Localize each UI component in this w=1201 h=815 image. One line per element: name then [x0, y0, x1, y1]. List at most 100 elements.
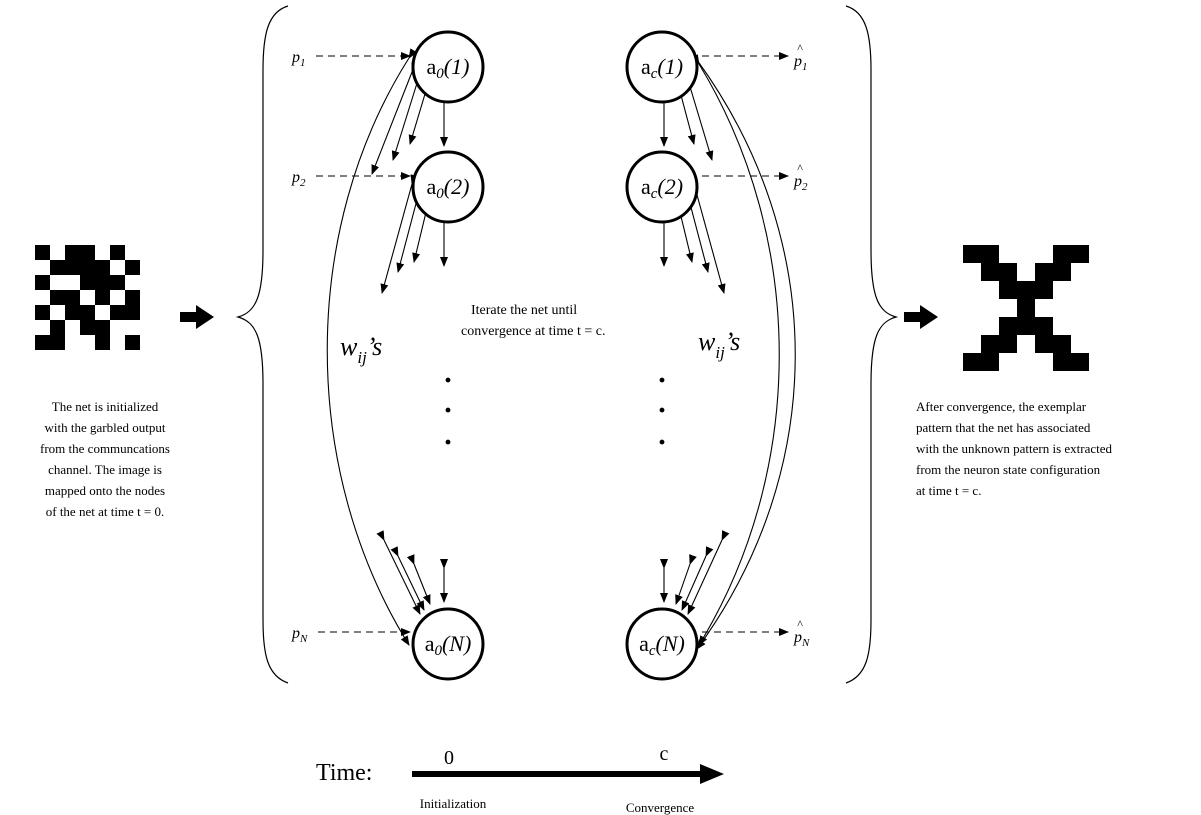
right-caption: After convergence, the exemplar pattern … [916, 396, 1112, 501]
right-caption-line: with the unknown pattern is extracted [916, 441, 1113, 456]
neuron-initial-2 [411, 150, 485, 224]
left-caption-line: mapped onto the nodes [44, 483, 166, 498]
pixel-cell [999, 317, 1017, 335]
timeline-end-label: Convergence [626, 800, 695, 815]
neuron-label-initial-1: a0(1) [427, 54, 470, 82]
pixel-cell [999, 335, 1017, 353]
neurons [411, 30, 699, 681]
pixel-cell [981, 263, 999, 281]
pixel-cell [35, 305, 50, 320]
neuron-final-2 [625, 150, 699, 224]
pixel-cell [80, 275, 95, 290]
output-label-1: p1 [793, 53, 808, 73]
pixel-cell [65, 290, 80, 305]
output-hat-2: ^ [797, 161, 803, 175]
neuron-label-final-n: ac(N) [639, 631, 685, 659]
neuron-final-n [625, 607, 699, 681]
pixel-cell [125, 260, 140, 275]
pixel-cell [1071, 245, 1089, 263]
weights-label-right: wij’s [698, 327, 740, 362]
pixel-cell [1035, 335, 1053, 353]
pixel-cell [999, 281, 1017, 299]
right-caption-line: After convergence, the exemplar [916, 399, 1087, 414]
neuron-initial-1 [411, 30, 485, 104]
pixel-cell [1035, 281, 1053, 299]
pixel-cell [95, 275, 110, 290]
pixel-cell [1053, 245, 1071, 263]
timeline-end-tick: c [660, 743, 669, 765]
pixel-cell [95, 320, 110, 335]
left-caption-line: from the communcations [40, 441, 170, 456]
pixel-cell [981, 245, 999, 263]
ellipsis-left-3: · [443, 426, 453, 459]
pixel-cell [1071, 353, 1089, 371]
pixel-cell [80, 320, 95, 335]
ellipsis-right-3: · [657, 426, 667, 459]
output-label-n: pN [793, 629, 810, 649]
pixel-cell [981, 353, 999, 371]
neuron-label-initial-n: a0(N) [425, 631, 472, 659]
left-caption-line: The net is initialized [51, 399, 159, 414]
exemplar-output-image [963, 245, 1089, 371]
center-text-line-2: convergence at time t = c. [461, 324, 605, 339]
pixel-cell [65, 260, 80, 275]
pixel-cell [1053, 353, 1071, 371]
pixel-cell [50, 290, 65, 305]
output-label-2: p2 [793, 173, 808, 193]
pixel-cell [963, 245, 981, 263]
left-caption-line: of the net at time t = 0. [45, 504, 165, 519]
pixel-cell [95, 260, 110, 275]
input-label-2: p2 [291, 169, 306, 189]
ellipsis-right-2: · [657, 394, 667, 427]
pixel-cell [65, 245, 80, 260]
pixel-cell [35, 275, 50, 290]
block-arrow-in [180, 305, 214, 329]
neuron-label-final-2: ac(2) [641, 174, 683, 202]
pixel-cell [35, 245, 50, 260]
weights-label-left: wij’s [340, 332, 382, 367]
pixel-cell [125, 305, 140, 320]
pixel-cell [80, 260, 95, 275]
ellipsis-left-1: · [443, 364, 453, 397]
pixel-cell [50, 260, 65, 275]
pixel-cell [110, 275, 125, 290]
ellipsis-left-2: · [443, 394, 453, 427]
pixel-cell [35, 335, 50, 350]
connection-arcs [326, 48, 796, 650]
left-caption-line: channel. The image is [48, 462, 162, 477]
pixel-cell [1035, 263, 1053, 281]
left-caption-line: with the garbled output [44, 420, 166, 435]
output-hat-n: ^ [797, 617, 803, 631]
center-text-line-1: Iterate the net until [471, 303, 577, 318]
pixel-cell [981, 335, 999, 353]
left-caption: The net is initialized with the garbled … [0, 396, 210, 522]
timeline-label: Time: [316, 760, 372, 786]
input-label-n: pN [291, 625, 308, 645]
pixel-cell [1017, 299, 1035, 317]
timeline-start-label: Initialization [420, 796, 487, 811]
right-caption-line: pattern that the net has associated [916, 420, 1091, 435]
pixel-cell [65, 305, 80, 320]
pixel-cell [125, 290, 140, 305]
pixel-cell [963, 353, 981, 371]
output-hat-1: ^ [797, 41, 803, 55]
pixel-cell [80, 305, 95, 320]
timeline: Time: 0 c Initialization Convergence [316, 743, 724, 815]
pixel-cell [95, 290, 110, 305]
right-caption-line: at time t = c. [916, 483, 982, 498]
pixel-cell [1017, 281, 1035, 299]
left-brace [235, 5, 289, 684]
pixel-cell [80, 245, 95, 260]
pixel-cell [50, 320, 65, 335]
pixel-cell [1053, 263, 1071, 281]
pixel-cell [1017, 317, 1035, 335]
pixel-cell [110, 305, 125, 320]
dashed-arrows [316, 52, 789, 636]
input-label-1: p1 [291, 49, 306, 69]
pixel-cell [110, 245, 125, 260]
timeline-start-tick: 0 [444, 747, 454, 769]
ellipsis-right-1: · [657, 364, 667, 397]
pixel-cell [50, 335, 65, 350]
right-caption-line: from the neuron state configuration [916, 462, 1101, 477]
